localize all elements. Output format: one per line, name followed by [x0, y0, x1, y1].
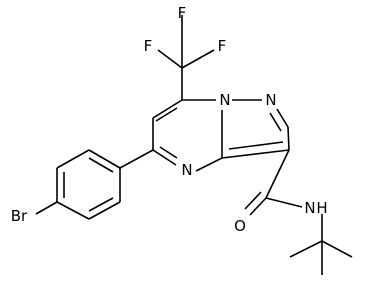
bond-c7-c6: [152, 99, 183, 119]
bond-c7-c6-double: [155, 107, 178, 122]
bond-c5-caryl: [119, 149, 154, 169]
atom-nitrogen-amide: N: [304, 199, 315, 217]
atom-nitrogen-pyrazole-n2: N: [265, 91, 276, 109]
bond-camide-o: [249, 197, 267, 216]
bond-c5-n4: [152, 149, 177, 166]
bond-ph-c2-c3: [56, 149, 90, 169]
bond-n4-c3a: [195, 157, 223, 172]
bond-ph-c1-c2: [88, 149, 121, 169]
bond-c3-c3a: [221, 149, 290, 159]
atom-label-layer: F F F N N N O N H Br: [11, 4, 328, 235]
bond-c3-c3a-double: [228, 141, 284, 150]
bond-ph-c4-c5: [56, 201, 90, 220]
bond-c-f-right: [181, 49, 215, 69]
bond-n2-c2-double: [269, 112, 282, 132]
bond-c-br: [35, 201, 58, 215]
atom-fluorine-left: F: [144, 37, 153, 55]
atom-oxygen-carbonyl: O: [234, 217, 246, 235]
atom-fluorine-top: F: [178, 4, 187, 22]
atom-fluorine-right: F: [218, 37, 227, 55]
bond-c-f-left: [157, 49, 183, 69]
bond-camide-o-double: [244, 191, 262, 210]
bond-ph-c1-c2-double: [88, 157, 114, 173]
atom-bromine: Br: [11, 207, 28, 225]
bond-n2-c2: [276, 108, 289, 128]
bond-ph-c5-c6-double: [88, 197, 114, 212]
atom-hydrogen-amide: H: [316, 199, 327, 217]
bond-c3-camide: [265, 149, 290, 199]
bond-cquat-me-right: [321, 240, 353, 258]
atom-nitrogen-pyrimidine-n4: N: [181, 161, 192, 179]
bond-layer: [35, 15, 353, 275]
bond-cquat-me-left: [289, 240, 323, 258]
bond-c5-n4-double: [159, 146, 178, 159]
atom-nitrogen-pyrimidine-n1: N: [219, 91, 230, 109]
bond-camide-n: [265, 197, 303, 208]
bond-c2-c3: [287, 126, 290, 151]
bond-ph-c5-c6: [88, 201, 121, 220]
